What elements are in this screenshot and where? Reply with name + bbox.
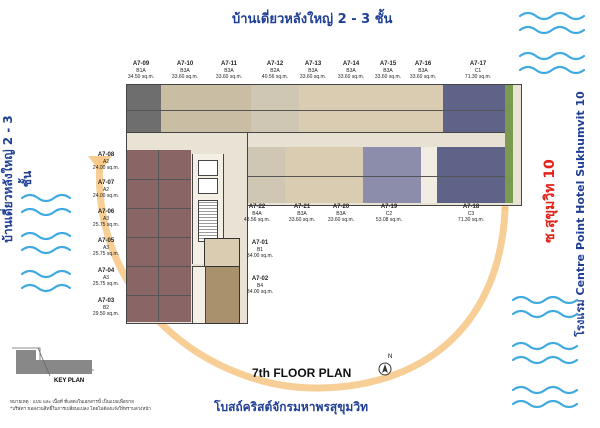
stair-core-right xyxy=(421,147,438,203)
unit-a7-09-area[interactable] xyxy=(127,85,162,132)
unit-a7-10-area[interactable] xyxy=(161,85,208,132)
key-plan-diagram xyxy=(12,347,94,377)
unit-a7-11-area[interactable] xyxy=(207,85,252,132)
balcony-green xyxy=(505,85,513,203)
floor-plan-title: 7th FLOOR PLAN xyxy=(252,366,352,380)
unit-a7-18-area[interactable] xyxy=(437,147,505,203)
top-caption: บ้านเดี่ยวหลังใหญ่ 2 - 3 ชั้น xyxy=(232,12,393,27)
left-unit-strip xyxy=(127,150,191,322)
wave-decoration-bottom-right xyxy=(511,295,579,409)
partition xyxy=(127,110,505,111)
unit-a7-16-area[interactable] xyxy=(415,85,444,132)
partition xyxy=(127,266,191,267)
partition xyxy=(127,295,191,296)
key-plan: KEY PLAN xyxy=(10,346,98,390)
key-plan-label: KEY PLAN xyxy=(54,378,85,384)
north-label: N xyxy=(388,354,393,360)
partition xyxy=(127,179,191,180)
wave-decoration-top-right xyxy=(518,11,586,75)
north-arrow-icon: N xyxy=(376,354,394,378)
partition xyxy=(127,237,191,238)
unit-a7-02-area[interactable] xyxy=(204,266,240,324)
unit-a7-20-area[interactable] xyxy=(323,147,364,203)
unit-a7-14-area[interactable] xyxy=(339,85,378,132)
lift-1 xyxy=(198,160,218,176)
road-label: ซ.สุขุมวิท 10 xyxy=(542,159,558,243)
unit-a7-01-area[interactable] xyxy=(204,238,240,268)
unit-a7-17-area[interactable] xyxy=(443,85,506,132)
unit-a7-15-area[interactable] xyxy=(377,85,416,132)
wave-decoration-left xyxy=(20,193,72,293)
bottom-caption: โบสถ์คริสต์จักรมหาพรสุขุมวิท xyxy=(214,400,368,414)
partition xyxy=(158,150,159,322)
partition xyxy=(127,208,191,209)
stair-core xyxy=(198,200,218,242)
floor-plan xyxy=(118,70,522,332)
lift-2 xyxy=(198,178,218,194)
unit-a7-12-area[interactable] xyxy=(251,85,300,132)
note-line-1: หมายเหตุ : แบบ และ เนื้อที่ ที่แสดงในเอก… xyxy=(10,400,134,405)
unit-a7-19-area[interactable] xyxy=(363,147,422,203)
partition xyxy=(225,176,505,177)
unit-a7-21-area[interactable] xyxy=(285,147,324,203)
unit-a7-13-area[interactable] xyxy=(299,85,340,132)
note-line-2: *บริษัทฯ ขอสงวนสิทธิ์ในการเปลี่ยนแปลง โด… xyxy=(10,407,151,412)
service-room xyxy=(192,266,206,324)
